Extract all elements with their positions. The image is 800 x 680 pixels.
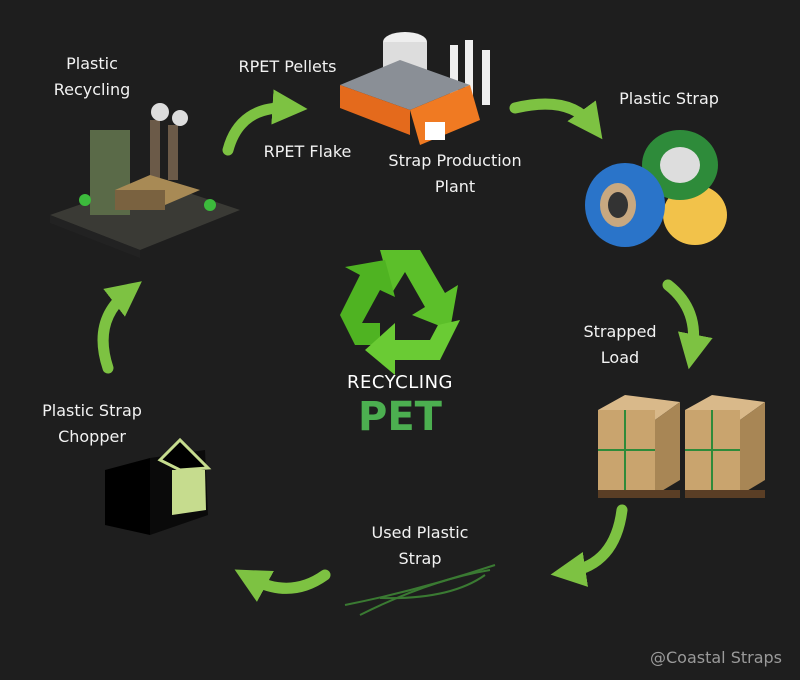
- strapped-load-boxes-image: [598, 395, 765, 498]
- used-plastic-strap-image: [344, 564, 496, 616]
- arrow-strap-to-load: [662, 279, 713, 370]
- arrow-used-to-chopper: [234, 569, 331, 602]
- label-rpet-pellets: RPET Pellets: [238, 57, 337, 76]
- watermark: @Coastal Straps: [649, 648, 782, 667]
- arrow-load-to-used: [550, 504, 628, 587]
- plastic-strap-rolls-image: [585, 130, 727, 247]
- strap-production-plant-image: [340, 32, 490, 145]
- label-strapped-load: Strapped Load: [583, 322, 657, 367]
- label-strap-production-plant: Strap Production Plant: [388, 151, 522, 196]
- label-plastic-strap-chopper: Plastic Strap Chopper: [42, 401, 142, 446]
- recycle-icon: [340, 250, 460, 375]
- arrow-chopper-to-recycling: [97, 281, 142, 374]
- label-rpet-flake: RPET Flake: [263, 142, 352, 161]
- arrow-plant-to-strap: [509, 98, 603, 140]
- arrow-recycling-to-plant: [222, 89, 308, 156]
- center-title-recycling: RECYCLING: [347, 372, 453, 393]
- center-title-pet: PET: [358, 394, 442, 440]
- plastic-strap-chopper-image: [105, 437, 212, 535]
- label-plastic-strap: Plastic Strap: [619, 89, 719, 108]
- recycling-factory-image: [50, 103, 240, 258]
- label-plastic-recycling: Plastic Recycling: [53, 54, 131, 99]
- label-used-plastic-strap: Used Plastic Strap: [371, 523, 469, 568]
